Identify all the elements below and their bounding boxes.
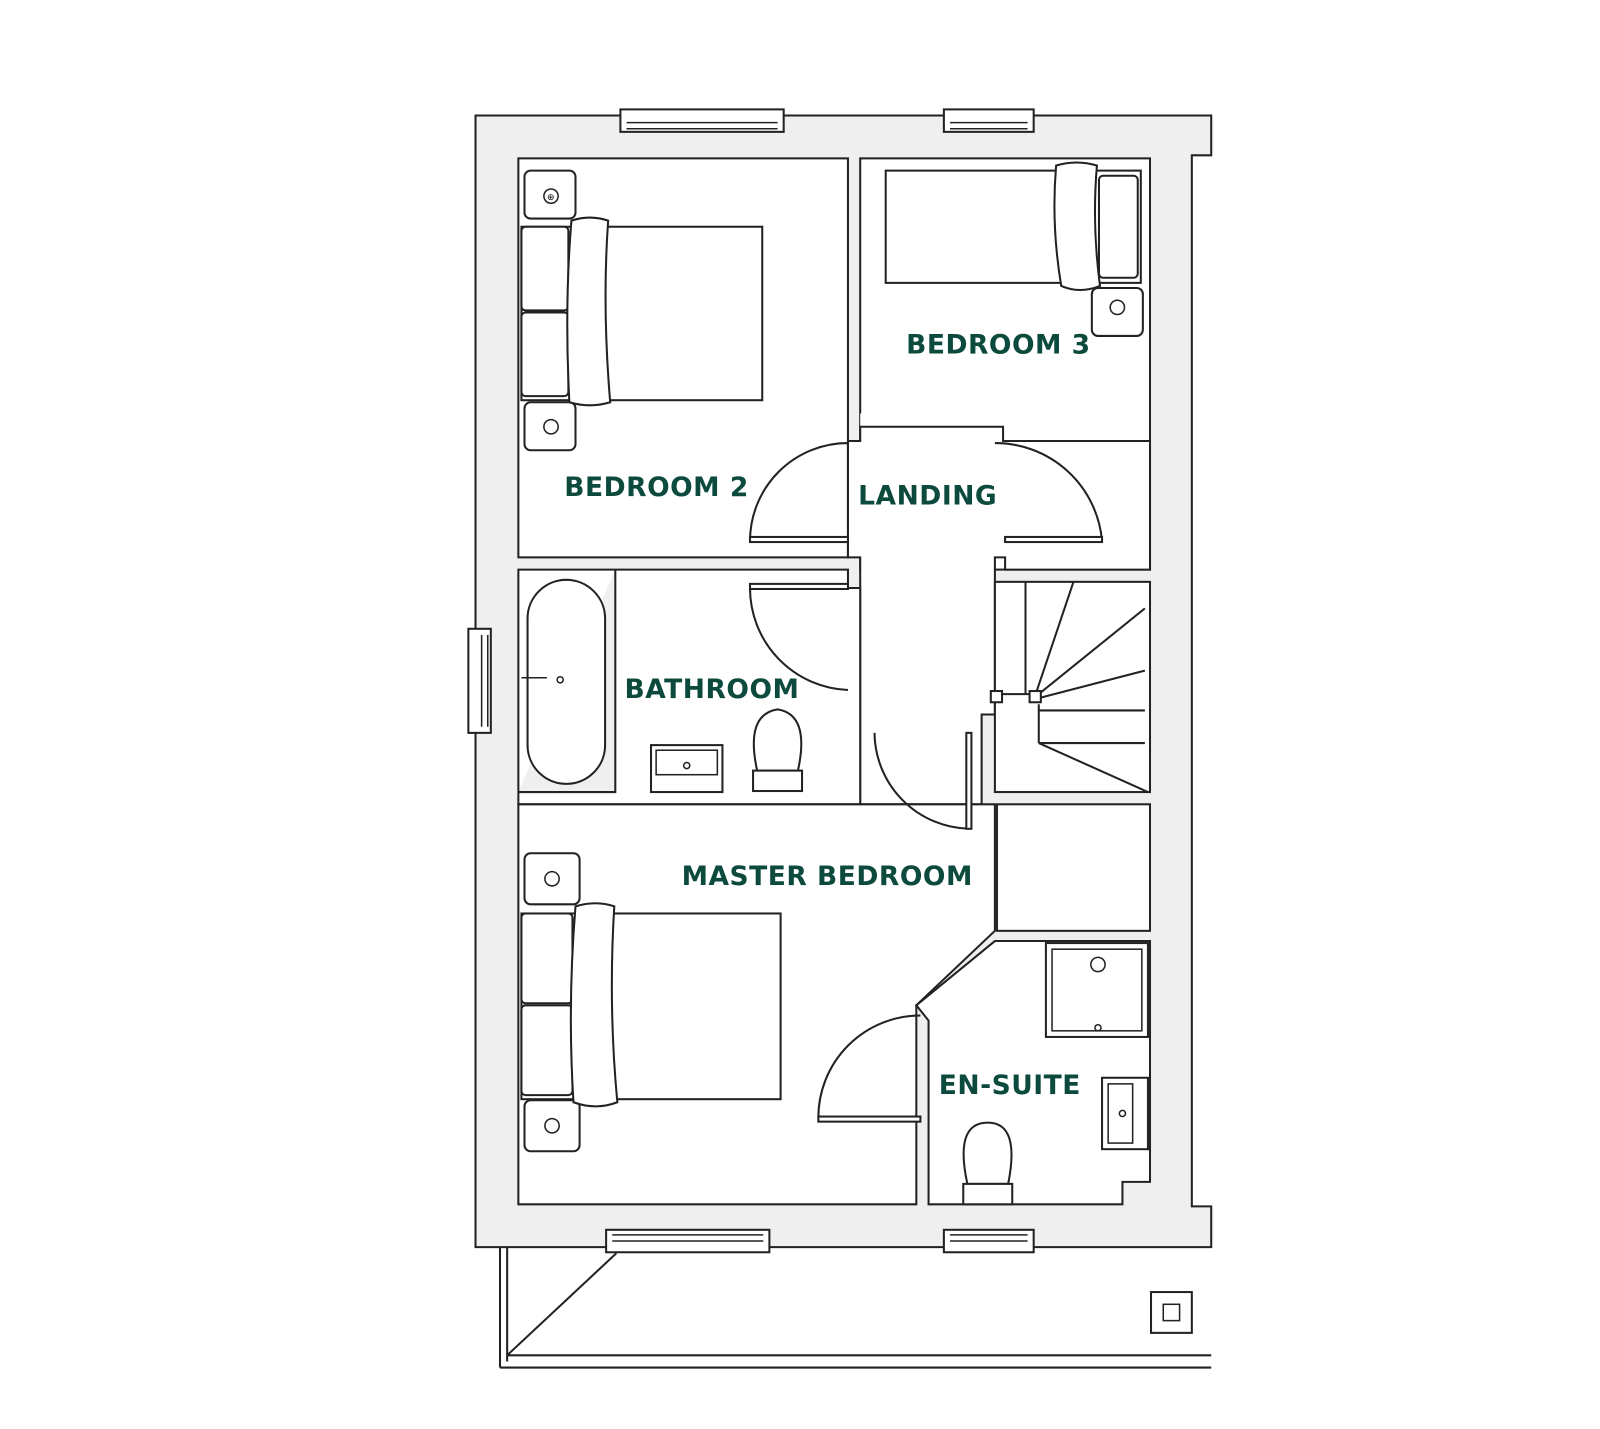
toilet-bathroom	[752, 708, 804, 793]
door-bedroom-3	[994, 442, 1104, 544]
basin-ensuite	[1101, 1076, 1149, 1151]
door-ensuite	[817, 1014, 922, 1123]
label-bedroom-3: BEDROOM 3	[906, 329, 1091, 360]
balcony-outline	[498, 1247, 1212, 1369]
room-landing	[860, 413, 995, 429]
window-ensuite	[942, 1228, 1035, 1254]
door-master-bedroom	[873, 731, 973, 830]
door-bedroom-2	[748, 442, 849, 544]
room-stairs	[993, 580, 1152, 794]
label-landing: LANDING	[858, 480, 997, 511]
label-ensuite: EN-SUITE	[939, 1070, 1081, 1101]
label-master-bedroom: MASTER BEDROOM	[682, 861, 973, 892]
window-bedroom-3	[942, 108, 1035, 133]
room-cupboard	[995, 803, 1152, 932]
bathtub	[521, 578, 607, 785]
double-bed-master	[520, 852, 782, 1153]
shower	[1044, 942, 1149, 1038]
double-bed-bedroom-2: ⊕	[520, 169, 764, 452]
window-bathroom	[467, 627, 492, 734]
toilet-ensuite	[962, 1121, 1014, 1206]
basin-bathroom	[650, 744, 724, 794]
staircase	[989, 581, 1149, 793]
single-bed-bedroom-3	[884, 161, 1144, 337]
label-bathroom: BATHROOM	[624, 674, 799, 705]
label-bedroom-2: BEDROOM 2	[564, 472, 749, 503]
door-bathroom	[748, 582, 849, 692]
window-bedroom-2	[619, 108, 785, 133]
window-master-bedroom	[605, 1228, 771, 1254]
svg-text:⊕: ⊕	[547, 192, 555, 202]
